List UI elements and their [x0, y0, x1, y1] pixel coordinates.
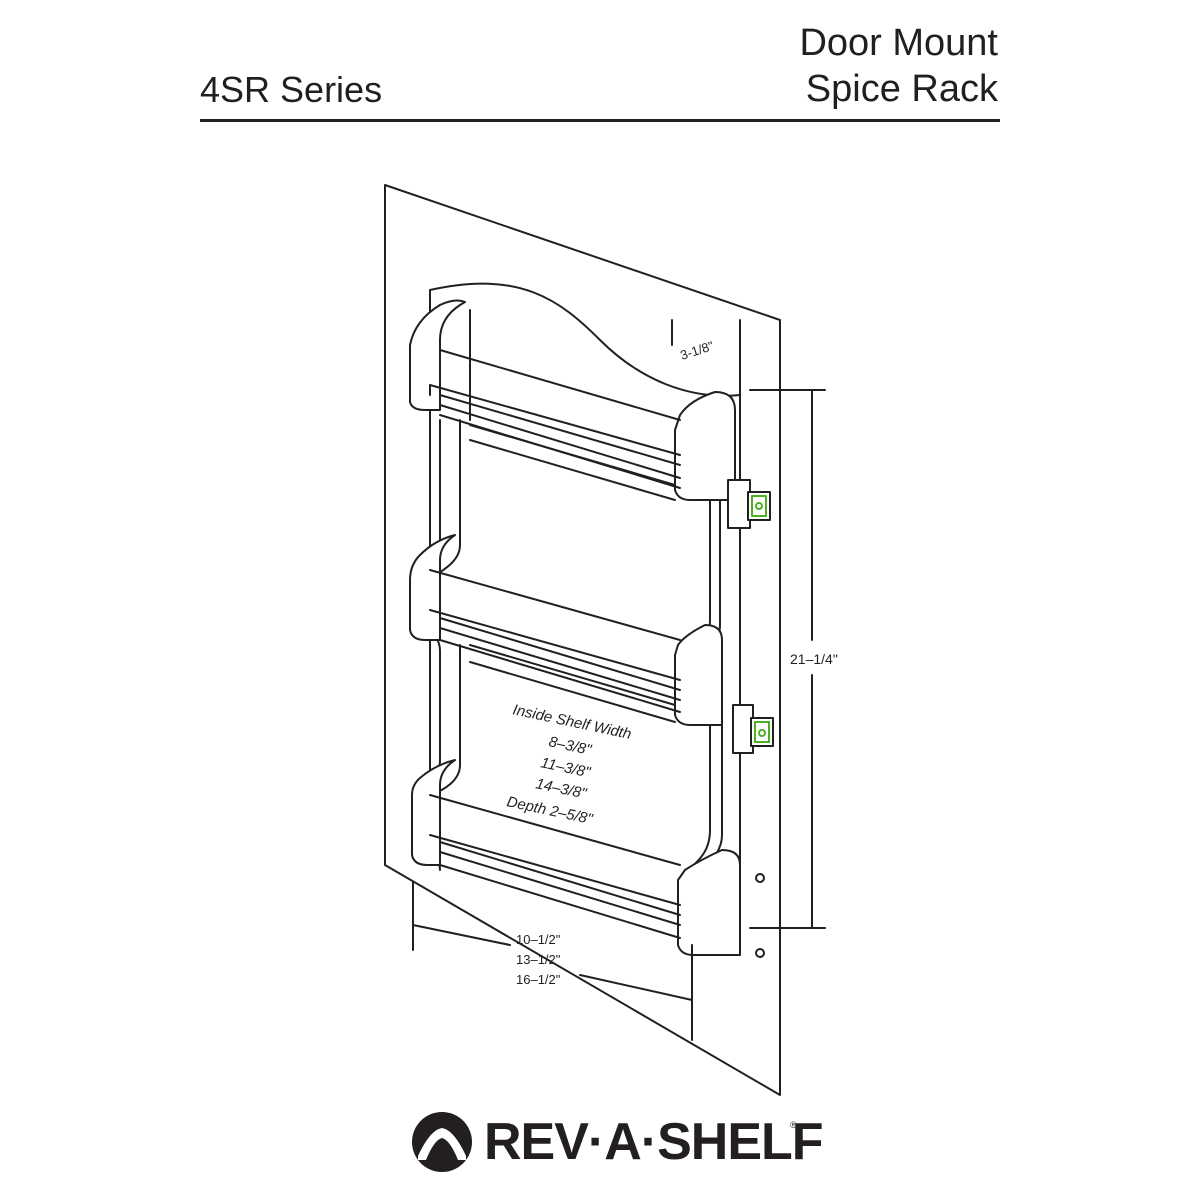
product-title: Door Mount Spice Rack: [598, 20, 998, 112]
top-shelf-rail: [429, 349, 681, 489]
upper-mounting-bracket: [727, 479, 771, 529]
middle-shelf-rail: [429, 569, 681, 713]
middle-shelf-end-right: [674, 624, 723, 726]
bottom-shelf-rail: [429, 794, 681, 939]
height-dimension-line: [749, 389, 826, 929]
product-title-line2: Spice Rack: [805, 68, 998, 110]
brand-logo: REV·A·SHELF ®: [410, 1110, 824, 1180]
header-divider: [200, 119, 1000, 122]
product-title-line1: Door Mount: [799, 22, 998, 64]
top-shelf-end-right: [674, 391, 736, 501]
top-offset-dimension-line: [671, 319, 741, 396]
middle-shelf-end-left: [409, 534, 456, 641]
bottom-shelf-end-right: [677, 849, 741, 956]
top-shelf-end-left: [409, 299, 466, 411]
width-label-3: 16–1/2": [516, 972, 561, 987]
brand-wordmark: REV·A·SHELF: [484, 1113, 824, 1171]
height-label: 21–1/4": [790, 651, 838, 667]
bottom-shelf-end-left: [411, 759, 456, 866]
width-label-2: 13–1/2": [516, 952, 561, 967]
screw-hole-upper: [755, 873, 765, 883]
series-label: 4SR Series: [200, 69, 383, 110]
screw-hole-lower: [755, 948, 765, 958]
mountain-emblem-icon: [412, 1112, 472, 1172]
lower-mounting-bracket: [732, 704, 774, 754]
width-dimension-line: [412, 881, 693, 1041]
width-label-1: 10–1/2": [516, 932, 561, 947]
trademark-symbol: ®: [790, 1120, 797, 1130]
